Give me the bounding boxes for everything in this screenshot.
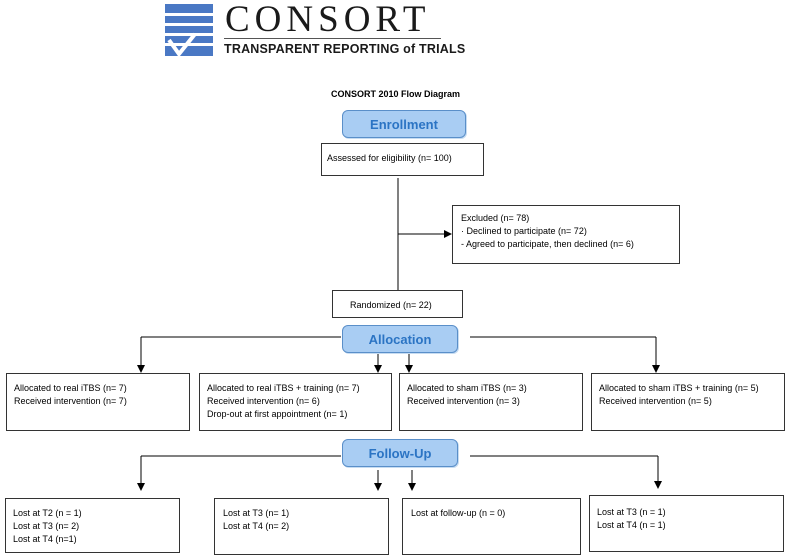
followup-line: Lost at T4 (n = 1) [597, 520, 666, 530]
excluded-line: · Declined to participate (n= 72) [461, 226, 587, 236]
allocation-box-real-itbs: Allocated to real iTBS (n= 7) Received i… [6, 373, 190, 431]
allocation-box-sham-itbs-training: Allocated to sham iTBS + training (n= 5)… [591, 373, 785, 431]
followup-box-sham-itbs-training: Lost at T3 (n = 1) Lost at T4 (n = 1) [589, 495, 784, 552]
allocation-line: Allocated to sham iTBS (n= 3) [407, 383, 527, 393]
followup-line: Lost at T3 (n= 1) [223, 508, 290, 518]
excluded-line: - Agreed to participate, then declined (… [461, 239, 634, 249]
followup-line: Lost at T3 (n= 2) [13, 521, 80, 531]
followup-box-real-itbs: Lost at T2 (n = 1) Lost at T3 (n= 2) Los… [5, 498, 180, 553]
stage-enrollment: Enrollment [342, 110, 466, 138]
logo-title: CONSORT [225, 0, 431, 40]
followup-line: Lost at T3 (n = 1) [597, 507, 666, 517]
randomized-text: Randomized (n= 22) [350, 300, 432, 310]
allocation-line: Received intervention (n= 7) [14, 396, 127, 406]
consort-logo-icon [165, 4, 213, 56]
logo-subtitle: TRANSPARENT REPORTING of TRIALS [224, 42, 466, 56]
followup-line: Lost at T4 (n=1) [13, 534, 77, 544]
allocation-line: Drop-out at first appointment (n= 1) [207, 409, 348, 419]
diagram-title: CONSORT 2010 Flow Diagram [330, 89, 461, 99]
stage-allocation: Allocation [342, 325, 458, 353]
allocation-box-sham-itbs: Allocated to sham iTBS (n= 3) Received i… [399, 373, 583, 431]
allocation-line: Allocated to sham iTBS + training (n= 5) [599, 383, 759, 393]
followup-line: Lost at T2 (n = 1) [13, 508, 82, 518]
followup-box-sham-itbs: Lost at follow-up (n = 0) [402, 498, 581, 555]
followup-line: Lost at T4 (n= 2) [223, 521, 290, 531]
excluded-line: Excluded (n= 78) [461, 213, 530, 223]
allocation-line: Received intervention (n= 3) [407, 396, 520, 406]
logo-divider [224, 38, 441, 39]
assessed-text: Assessed for eligibility (n= 100) [327, 153, 452, 163]
allocation-line: Allocated to real iTBS + training (n= 7) [207, 383, 360, 393]
followup-box-real-itbs-training: Lost at T3 (n= 1) Lost at T4 (n= 2) [214, 498, 389, 555]
followup-line: Lost at follow-up (n = 0) [411, 508, 506, 518]
allocation-line: Received intervention (n= 5) [599, 396, 712, 406]
stage-followup: Follow-Up [342, 439, 458, 467]
allocation-box-real-itbs-training: Allocated to real iTBS + training (n= 7)… [199, 373, 392, 431]
excluded-box: Excluded (n= 78) · Declined to participa… [452, 205, 680, 264]
allocation-line: Received intervention (n= 6) [207, 396, 320, 406]
randomized-box: Randomized (n= 22) [332, 290, 463, 318]
allocation-line: Allocated to real iTBS (n= 7) [14, 383, 127, 393]
assessed-eligibility-box: Assessed for eligibility (n= 100) [321, 143, 484, 176]
